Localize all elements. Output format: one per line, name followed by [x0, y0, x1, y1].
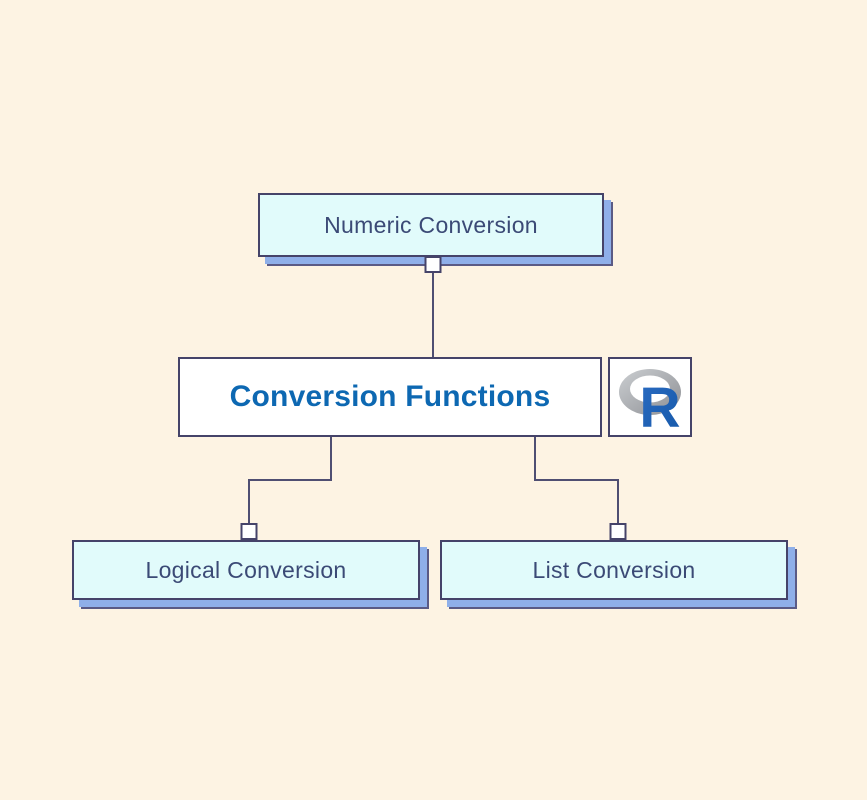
node-list-conversion-label: List Conversion	[532, 556, 696, 583]
node-conversion-functions: Conversion Functions	[178, 357, 602, 437]
r-logo-ring	[619, 369, 681, 415]
node-numeric-conversion-label: Numeric Conversion	[324, 211, 538, 238]
r-logo-box: R	[608, 357, 692, 437]
r-language-logo-icon: R	[619, 369, 681, 435]
anchor-square-logical	[240, 523, 258, 540]
anchor-square-numeric	[424, 256, 442, 273]
node-logical-conversion: Logical Conversion	[72, 540, 420, 600]
node-list-conversion: List Conversion	[440, 540, 788, 600]
node-conversion-functions-label: Conversion Functions	[229, 380, 551, 413]
r-logo-letter: R	[639, 376, 680, 435]
node-logical-conversion-label: Logical Conversion	[145, 556, 347, 583]
connector-root-to-logical	[248, 437, 332, 524]
connector-root-to-list	[534, 437, 619, 524]
anchor-square-list	[609, 523, 627, 540]
node-numeric-conversion: Numeric Conversion	[258, 193, 604, 257]
